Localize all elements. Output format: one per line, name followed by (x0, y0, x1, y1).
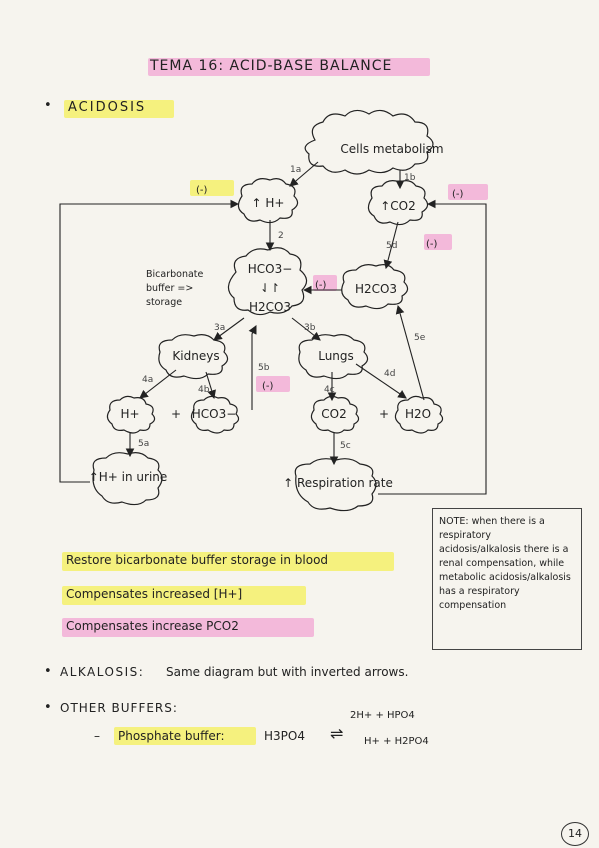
step-4b: 4b (198, 385, 210, 395)
h2co3-right-node: H2CO3 (341, 264, 409, 310)
neg-highlight-1 (190, 180, 234, 196)
result1-highlight (62, 552, 394, 571)
page-title: TEMA 16: ACID-BASE BALANCE (150, 58, 393, 74)
h2o-node: H2O (394, 395, 444, 434)
kidneys-label: Kidneys (172, 349, 219, 363)
hco3-kidney-node: HCO3− (190, 395, 240, 434)
step-5a: 5a (138, 439, 149, 449)
equilibrium-symbol: ⇌ (330, 724, 344, 743)
co2-lung-node: CO2 (310, 395, 360, 434)
phosphate-products-top: 2H+ + HPO4 (350, 710, 415, 721)
step-4d: 4d (384, 369, 395, 379)
feedback-loop-right (378, 199, 487, 495)
arrow-4b (205, 371, 216, 400)
h2co3-label: H2CO3 (249, 300, 291, 314)
neg-highlight-5 (256, 376, 290, 392)
h-kidney-label: H+ (120, 407, 139, 421)
result3-highlight (62, 618, 314, 637)
respiration-rate-node: ↑ Respiration rate (283, 458, 393, 512)
title-highlight (148, 58, 430, 76)
neg-highlight-3 (424, 234, 452, 250)
neg-badge-4: (-) (315, 280, 327, 291)
alkalosis-heading: ALKALOSIS: (60, 665, 145, 679)
note-box: NOTE: when there is a respiratory acidos… (432, 508, 582, 650)
lungs-node: Lungs (298, 334, 369, 380)
h2o-label: H2O (405, 407, 431, 421)
step-1a: 1a (290, 165, 301, 175)
bullet-alkalosis: • (44, 664, 52, 679)
bicarbonate-node: HCO3− ⇃↾ H2CO3 (227, 247, 308, 316)
respiration-rate-label: ↑ Respiration rate (283, 476, 393, 490)
result-restore-buffer: Restore bicarbonate buffer storage in bl… (66, 553, 329, 567)
phosphate-label: Phosphate buffer: (118, 729, 225, 743)
step-5c: 5c (340, 441, 351, 451)
h-plus-label: ↑ H+ (252, 196, 285, 210)
hco3-kidney-label: HCO3− (192, 407, 237, 421)
h2co3-right-label: H2CO3 (355, 282, 397, 296)
co2-top-node: ↑CO2 (367, 180, 429, 226)
arrow-5d (383, 221, 399, 270)
urine-label: ↑H+ in urine (89, 470, 168, 484)
dash-phosphate: – (94, 729, 100, 743)
bullet-acidosis: • (44, 98, 54, 113)
arrow-4a (139, 369, 177, 399)
arrow-4d (355, 363, 407, 399)
plus-lung: + (379, 407, 389, 421)
step-5d: 5d (386, 241, 397, 251)
step-3a: 3a (214, 323, 225, 333)
arrow-3a (213, 317, 245, 341)
result-compensates-pco2: Compensates increase PCO2 (66, 619, 239, 633)
acidosis-heading: ACIDOSIS (68, 100, 147, 115)
step-1b: 1b (404, 173, 416, 183)
h-plus-node: ↑ H+ (237, 178, 299, 224)
step-5e: 5e (414, 333, 426, 343)
alkalosis-text: Same diagram but with inverted arrows. (166, 665, 409, 679)
feedback-loop-left (59, 199, 240, 483)
urine-node: ↑H+ in urine (89, 452, 168, 506)
phosphate-acid: H3PO4 (264, 729, 305, 743)
step-4c: 4c (324, 385, 335, 395)
acidosis-highlight (64, 100, 174, 118)
neg-highlight-4 (313, 275, 337, 291)
cells-metabolism-label: Cells metabolism (340, 142, 443, 156)
arrow-5e (395, 304, 425, 401)
result-compensates-h: Compensates increased [H+] (66, 587, 243, 601)
page-number: 14 (561, 822, 589, 846)
co2-lung-label: CO2 (321, 407, 346, 421)
neg-badge-2: (-) (452, 189, 464, 200)
result2-highlight (62, 586, 306, 605)
neg-badge-3: (-) (426, 239, 438, 250)
phosphate-products-bottom: H+ + H2PO4 (364, 736, 429, 747)
arrow-5b (248, 325, 257, 410)
step-5b: 5b (258, 363, 270, 373)
bullet-other-buffers: • (44, 700, 52, 715)
step-2: 2 (278, 231, 284, 241)
h-kidney-node: H+ (106, 395, 156, 434)
lungs-label: Lungs (318, 349, 354, 363)
plus-kidney: + (171, 407, 181, 421)
neg-badge-5: (-) (262, 381, 274, 392)
neg-highlight-2 (448, 184, 488, 200)
step-3b: 3b (304, 323, 316, 333)
buffer-storage-label: Bicarbonate buffer => storage (146, 269, 204, 308)
other-buffers-heading: OTHER BUFFERS: (60, 701, 178, 715)
equilibrium-arrows: ⇃↾ (260, 281, 280, 295)
step-4a: 4a (142, 375, 153, 385)
phosphate-highlight (114, 727, 256, 745)
kidneys-node: Kidneys (158, 334, 229, 380)
cells-metabolism-node: Cells metabolism (304, 109, 444, 175)
arrow-3b (291, 317, 321, 341)
arrow-1a (289, 161, 319, 187)
co2-top-label: ↑CO2 (380, 199, 416, 213)
hco3-label: HCO3− (248, 262, 293, 276)
neg-badge-1: (-) (196, 185, 208, 196)
